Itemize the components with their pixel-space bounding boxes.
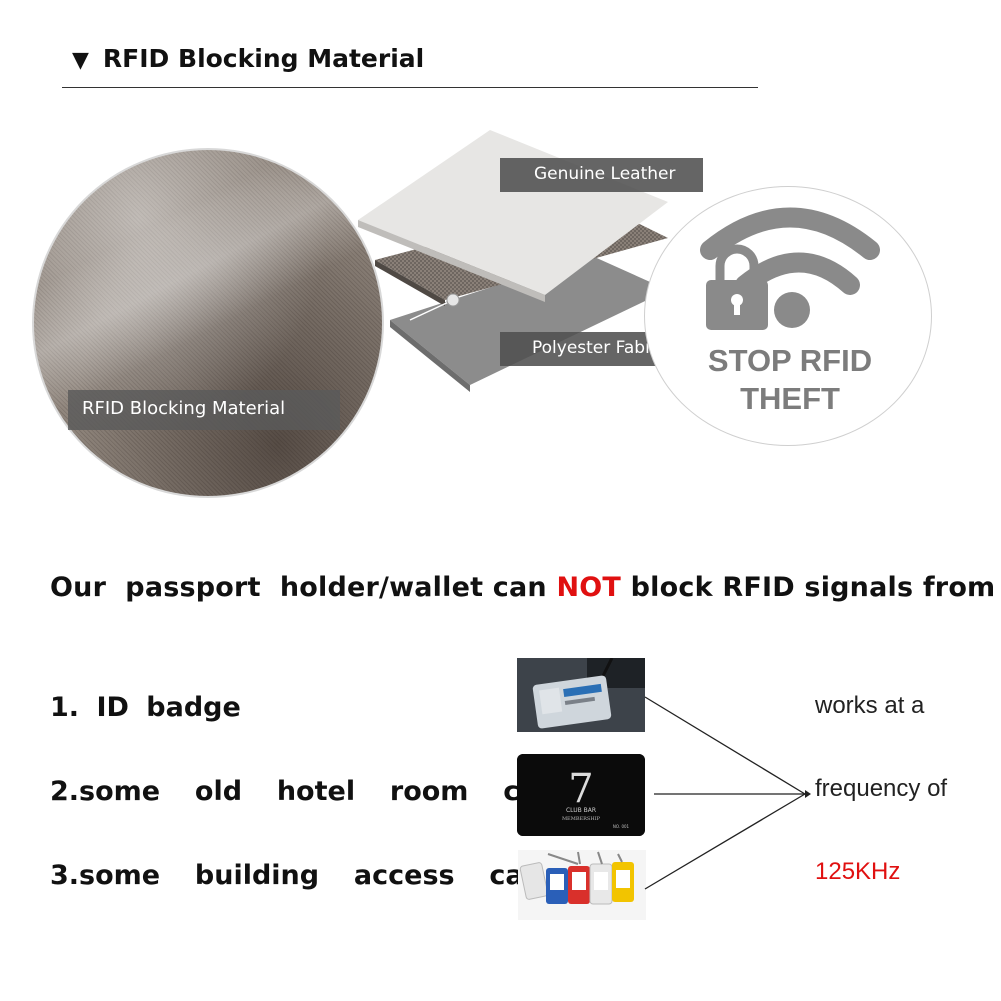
heading-divider	[62, 87, 758, 88]
leather-label: Genuine Leather	[500, 158, 703, 192]
fabric-sheen	[34, 150, 382, 416]
statement-before: Our passport holder/wallet can	[50, 572, 557, 603]
rfid-material-label: RFID Blocking Material	[68, 390, 340, 430]
lock-wifi-icon	[700, 207, 880, 330]
list-item-access-cards: 3.some building access cards	[50, 860, 573, 891]
frequency-line-1: works at a	[815, 692, 925, 719]
hotel-card-photo: 7 CLUB BAR MEMBERSHIP NO. 001	[517, 754, 645, 836]
card-name-text: CLUB BAR	[566, 807, 596, 814]
card-number-text: NO. 001	[613, 824, 630, 829]
stop-line-1: STOP RFID	[707, 343, 873, 378]
id-badge-photo	[517, 658, 645, 732]
section-title: RFID Blocking Material	[102, 44, 425, 73]
stop-rfid-text: STOP RFID THEFT	[690, 342, 890, 418]
statement-after: block RFID signals from	[621, 572, 996, 603]
list-item-id-badge: 1. ID badge	[50, 692, 241, 723]
lock-icon	[706, 244, 768, 330]
wifi-icon	[700, 207, 880, 260]
fabric-closeup-image	[32, 148, 384, 498]
disclaimer-statement: Our passport holder/wallet can NOT block…	[50, 572, 995, 603]
card-sub-text: MEMBERSHIP	[562, 816, 601, 822]
material-layers-illustration	[358, 130, 668, 392]
card-brand-mark: 7	[568, 766, 593, 812]
statement-highlight: NOT	[556, 572, 622, 603]
frequency-line-2: frequency of	[815, 775, 948, 802]
access-cards-photo	[518, 850, 646, 920]
list-item-hotel-cards: 2.some old hotel room cards	[50, 776, 587, 807]
frequency-value: 125KHz	[815, 858, 901, 885]
stop-line-2: THEFT	[740, 381, 840, 416]
section-heading: ▼ RFID Blocking Material	[72, 44, 424, 73]
polyester-layer	[390, 255, 668, 385]
connector-lines	[644, 696, 811, 890]
triangle-down-icon: ▼	[72, 48, 89, 73]
